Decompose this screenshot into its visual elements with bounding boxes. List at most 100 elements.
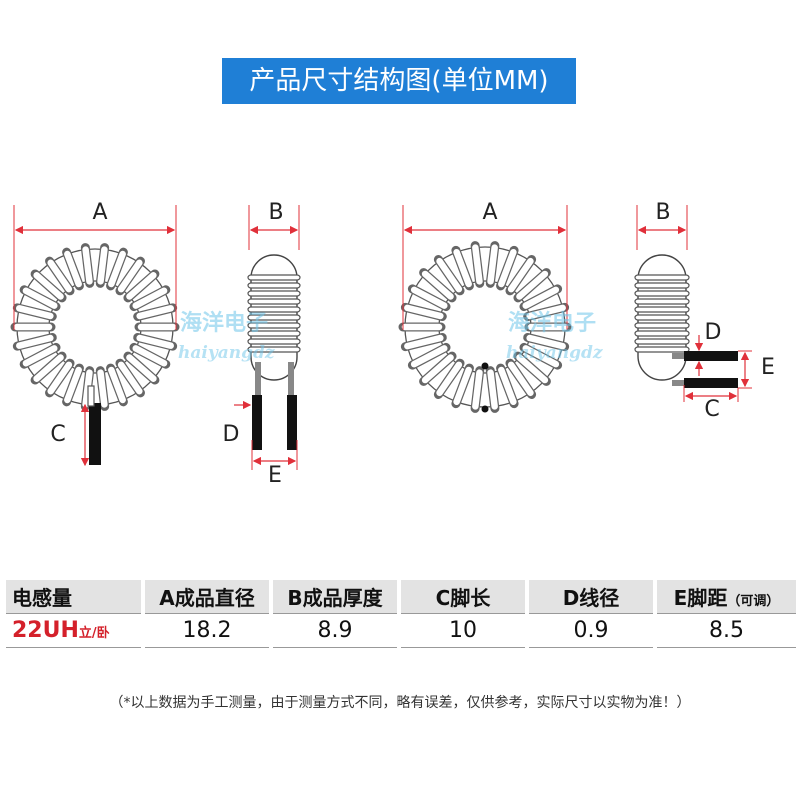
lead-exit-dot: [481, 405, 489, 413]
disclaimer-note: （*以上数据为手工测量，由于测量方式不同，略有误差，仅供参考，实际尺寸以实物为准…: [109, 695, 691, 711]
side-view-horizontal: [634, 254, 738, 388]
lead-wire: [684, 378, 738, 388]
winding-turn-highlight: [507, 361, 534, 397]
value-lead-pitch: 8.5: [653, 613, 796, 648]
page-title: 产品尺寸结构图(单位MM): [222, 58, 576, 104]
winding-turn-highlight: [97, 369, 108, 408]
side-winding-turn: [247, 290, 301, 297]
watermark-en: haiyangdz: [178, 343, 275, 363]
winding-turn-highlight: [82, 246, 93, 285]
toroid-coil-horizontal: [398, 241, 572, 413]
winding-turn-highlight: [522, 345, 560, 368]
side-winding-turn: [634, 322, 690, 329]
side-winding-turn: [247, 346, 301, 353]
winding-turn-highlight: [33, 354, 64, 382]
side-winding-turn: [634, 330, 690, 337]
value-inductance: 22UH立/卧: [6, 613, 143, 648]
winding-turn-highlight: [64, 366, 82, 404]
winding-turn-highlight: [436, 257, 463, 293]
side-winding-turn: [634, 282, 690, 289]
header-lead-pitch-note: （可调）: [727, 594, 780, 609]
winding-turn-highlight: [522, 286, 560, 309]
lead-wire: [89, 403, 101, 465]
winding-turn-highlight: [404, 334, 444, 350]
lead-wire: [252, 395, 262, 450]
winding-turn-highlight: [404, 304, 444, 320]
winding-turn-highlight: [421, 354, 454, 384]
side-winding-turn: [634, 298, 690, 305]
winding-turn-highlight: [410, 345, 448, 368]
toroid-horizontal: [398, 241, 572, 413]
winding-turn-highlight: [22, 287, 58, 309]
side-winding-turn: [247, 322, 301, 329]
dimension-label-d: D: [705, 320, 722, 345]
side-winding-turn: [247, 274, 301, 281]
winding-turn-highlight: [126, 272, 157, 300]
header-lead-pitch: E脚距（可调）: [653, 580, 796, 614]
winding-turn-highlight: [487, 244, 498, 285]
header-wire-diameter: D线径: [525, 580, 655, 614]
dimension-label-b: B: [268, 200, 283, 225]
header-diameter: A成品直径: [141, 580, 271, 614]
side-winding-turn: [247, 314, 301, 321]
winding-turn-highlight: [526, 334, 566, 350]
dimension-label-b: B: [655, 200, 670, 225]
winding-turn-highlight: [47, 259, 73, 293]
winding-turn-highlight: [526, 304, 566, 320]
spec-table: 电感量 A成品直径 B成品厚度 C脚长 D线径 E脚距（可调） 22UH立/卧 …: [6, 580, 796, 648]
winding-turn-highlight: [117, 259, 143, 293]
side-winding-turn: [634, 314, 690, 321]
winding-turn-highlight: [47, 361, 73, 395]
winding-turn-highlight: [453, 366, 472, 406]
winding-turn-highlight: [453, 248, 472, 288]
winding-turn-highlight: [136, 334, 174, 349]
winding-turn-highlight: [16, 305, 54, 320]
header-lead-pitch-label: E脚距: [673, 586, 728, 610]
header-lead-length: C脚长: [397, 580, 527, 614]
side-winding-turn: [247, 306, 301, 313]
value-inductance-note: 立/卧: [78, 626, 110, 641]
winding-turn-highlight: [516, 354, 549, 384]
winding-turn-highlight: [126, 354, 157, 382]
winding-turn-highlight: [97, 246, 108, 285]
side-winding-turn: [634, 338, 690, 345]
spec-table-header-row: 电感量 A成品直径 B成品厚度 C脚长 D线径 E脚距（可调）: [6, 580, 796, 614]
winding-turn-highlight: [108, 250, 126, 288]
side-winding-turn: [247, 282, 301, 289]
side-winding-turn: [247, 338, 301, 345]
winding-turn-highlight: [498, 248, 517, 288]
winding-turn-highlight: [22, 345, 58, 367]
winding-turn-highlight: [16, 334, 54, 349]
dimension-label-e: E: [268, 463, 282, 488]
lead-exit-dot: [481, 362, 489, 370]
lead-wire: [287, 395, 297, 450]
toroid-coil-vertical: [10, 243, 180, 411]
dimension-label-d: D: [223, 422, 240, 447]
winding-turn-highlight: [516, 270, 549, 300]
side-winding-turn: [634, 346, 690, 353]
winding-turn-highlight: [498, 366, 517, 406]
dimension-label-c: C: [704, 397, 719, 422]
winding-turn-highlight: [132, 287, 168, 309]
value-thickness: 8.9: [269, 613, 399, 648]
header-thickness: B成品厚度: [269, 580, 399, 614]
toroid-vertical: [10, 243, 180, 465]
side-winding-turn: [247, 330, 301, 337]
winding-turn-highlight: [487, 369, 498, 410]
coil-windings: [634, 274, 690, 353]
value-wire-diameter: 0.9: [525, 613, 655, 648]
side-winding-turn: [634, 290, 690, 297]
winding-turn-highlight: [472, 369, 483, 410]
winding-turn-highlight: [436, 361, 463, 397]
lead-wire-end: [87, 385, 95, 407]
dimension-label-a: A: [92, 200, 107, 225]
winding-turn-highlight: [421, 270, 454, 300]
watermark-en: haiyangdz: [506, 343, 603, 363]
winding-turn-highlight: [507, 257, 534, 293]
side-winding-turn: [634, 274, 690, 281]
lead-wire: [684, 351, 738, 361]
spec-table-value-row: 22UH立/卧 18.2 8.9 10 0.9 8.5: [6, 613, 796, 648]
header-inductance: 电感量: [6, 580, 143, 614]
dimension-label-e: E: [761, 355, 775, 380]
winding-turn-highlight: [108, 366, 126, 404]
